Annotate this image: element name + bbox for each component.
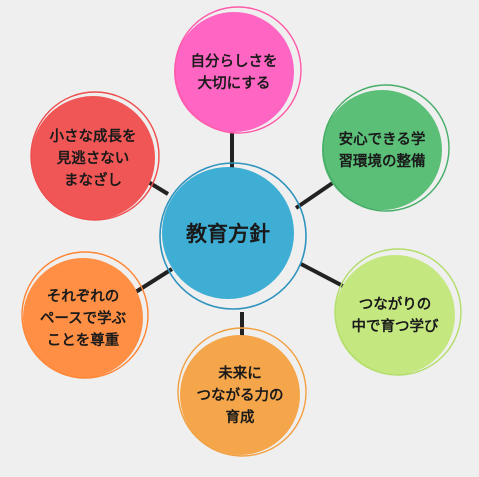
node-outline-lower-right [334, 248, 462, 376]
connector-lower-right [300, 262, 344, 288]
node-label-lower-left-0: それぞれの [47, 288, 120, 305]
node-outline-top [174, 6, 302, 134]
center-label: 教育方針 [186, 222, 270, 246]
center-outline [159, 162, 307, 310]
connector-lower-left [129, 267, 174, 297]
node-label-lower-right-1: 中で育つ学び [352, 317, 439, 335]
node-label-bottom-0: 未来に [217, 364, 262, 382]
node-label-upper-left-0: 小さな成長を [50, 127, 137, 145]
node-label-lower-left-2: ことを尊重 [47, 331, 120, 349]
node-outline-bottom [177, 327, 307, 457]
node-outline-lower-left [21, 251, 149, 379]
nodes: 自分らしさを大切にする安心できる学習環境の整備つながりの中で育つ学び未来につなが… [21, 6, 462, 457]
node-circle-lower-right [335, 255, 455, 375]
node-label-lower-right-0: つながりの [359, 295, 432, 313]
node-label-upper-right-1: 習環境の整備 [339, 152, 426, 170]
node-circle-lower-left [23, 258, 143, 378]
node-circle-upper-right [322, 90, 442, 210]
node-label-bottom-1: つながる力の [197, 386, 284, 404]
node-circle-top [174, 12, 294, 132]
node-label-upper-left-2: まなざし [64, 171, 122, 189]
node-label-bottom-2: 育成 [226, 408, 255, 426]
node-outline-upper-left [30, 91, 160, 221]
node-label-top-1: 大切にする [198, 74, 271, 92]
node-label-lower-left-1: ペースで学ぶ [40, 309, 127, 327]
node-circle-upper-left [31, 96, 155, 220]
center-node: 教育方針 [159, 162, 307, 310]
node-outline-upper-right [322, 84, 450, 212]
center-circle [162, 167, 294, 299]
connector-upper-right [294, 180, 336, 210]
node-label-upper-right-0: 安心できる学 [339, 130, 426, 148]
node-label-upper-left-1: 見逃さない [56, 149, 130, 167]
node-circle-bottom [180, 335, 300, 455]
node-label-top-0: 自分らしさを [191, 52, 278, 70]
